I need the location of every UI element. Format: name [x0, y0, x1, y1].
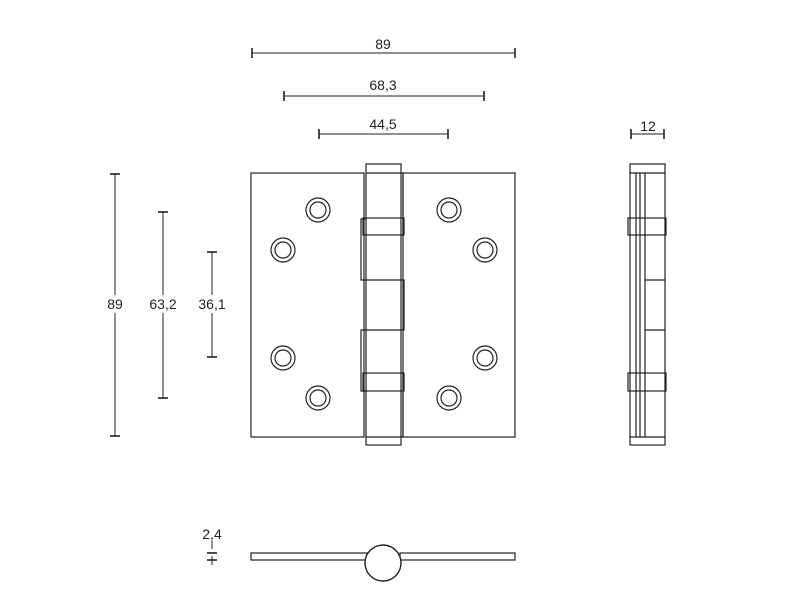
screw-hole-left-1 — [305, 197, 331, 223]
hole-height-outer-label: 63,2 — [149, 296, 176, 312]
left-leaf — [250, 172, 365, 438]
screw-hole-right-4 — [436, 385, 462, 411]
bearing-upper — [362, 217, 405, 236]
side-bearing-lower — [627, 372, 667, 392]
right-leaf — [402, 172, 516, 438]
knuckle-right-middle — [401, 279, 405, 331]
side-bearing-upper — [627, 217, 667, 236]
overall-height-label: 89 — [107, 296, 123, 312]
screw-hole-right-3 — [472, 345, 498, 371]
bearing-lower — [362, 372, 405, 392]
dimension-leaf-thickness: 2,4 — [202, 526, 222, 565]
hinge-barrel — [365, 163, 402, 446]
hinge-side-view — [627, 163, 667, 446]
screw-hole-right-2 — [472, 237, 498, 263]
dimension-side-thickness: 12 — [630, 118, 665, 139]
screw-hole-left-2 — [270, 237, 296, 263]
bottom-barrel-circle — [364, 544, 402, 582]
overall-width-label: 89 — [375, 36, 391, 52]
dimension-hole-spacing-inner: 44,5 — [318, 116, 449, 139]
screw-hole-right-1 — [436, 197, 462, 223]
hole-height-inner-label: 36,1 — [198, 296, 225, 312]
screw-hole-left-3 — [270, 345, 296, 371]
dimension-overall-height: 89 — [107, 173, 123, 437]
leaf-thickness-label: 2,4 — [202, 526, 222, 542]
dimension-hole-height-inner: 36,1 — [198, 251, 226, 358]
side-barrel — [629, 163, 666, 446]
screw-hole-left-4 — [305, 385, 331, 411]
hole-spacing-inner-label: 44,5 — [369, 116, 396, 132]
bottom-right-leaf — [399, 552, 516, 561]
side-thickness-label: 12 — [640, 118, 656, 134]
dimension-hole-spacing-outer: 68,3 — [283, 77, 485, 101]
hinge-bottom-view — [250, 544, 516, 582]
dimension-hole-height-outer: 63,2 — [149, 211, 177, 399]
dimension-overall-width: 89 — [251, 36, 516, 58]
bottom-left-leaf — [250, 552, 368, 561]
hinge-front-view — [250, 163, 516, 446]
hole-spacing-outer-label: 68,3 — [369, 77, 396, 93]
